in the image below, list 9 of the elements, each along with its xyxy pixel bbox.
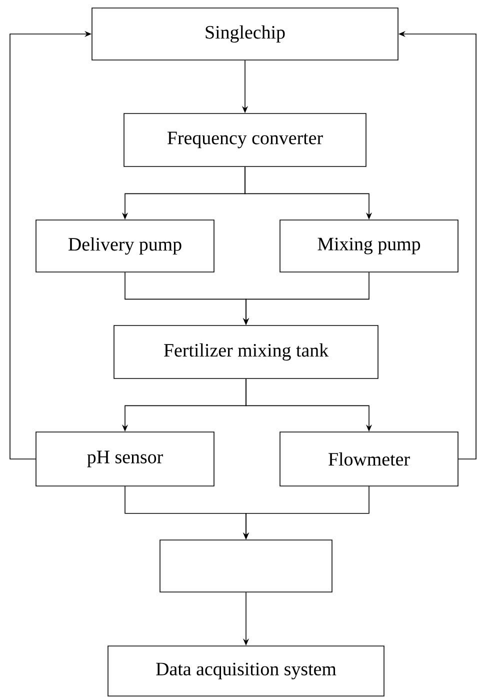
process-box: Frequency converter <box>124 113 366 167</box>
process-box: Data acquisition system <box>108 646 384 696</box>
empty-box <box>160 540 332 592</box>
process-box: pH sensor <box>36 432 214 486</box>
process-box: Delivery pump <box>36 220 214 272</box>
process-box: Fertilizer mixing tank <box>114 325 378 379</box>
process-box: Singlechip <box>92 8 398 60</box>
process-box: Mixing pump <box>280 220 458 272</box>
process-box: Flowmeter <box>280 432 458 486</box>
